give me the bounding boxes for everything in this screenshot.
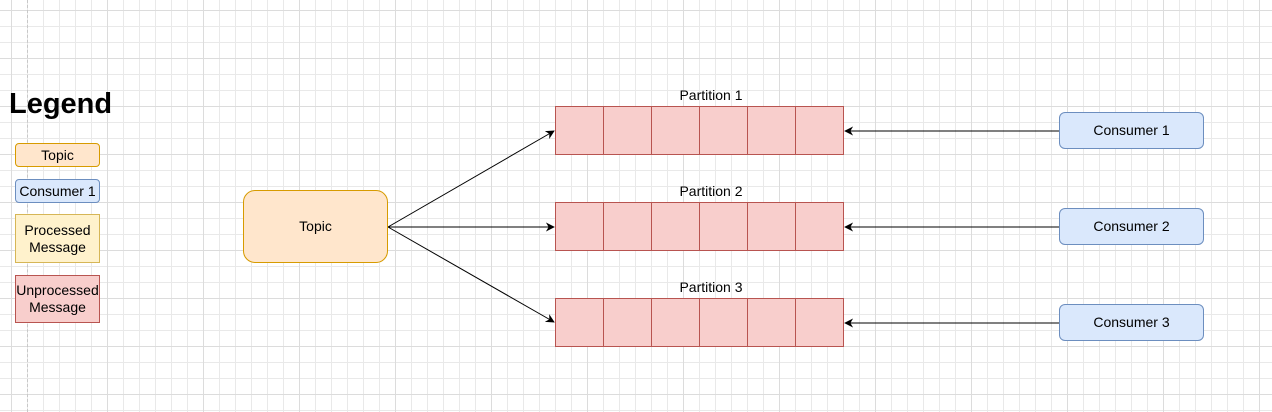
message-cell[interactable]: [700, 298, 748, 347]
message-cell[interactable]: [700, 202, 748, 251]
partition-2-label: Partition 2: [679, 183, 743, 199]
message-cell[interactable]: [604, 298, 652, 347]
consumer-2-node[interactable]: Consumer 2: [1059, 208, 1204, 245]
message-cell[interactable]: [604, 202, 652, 251]
consumer-1-node[interactable]: Consumer 1: [1059, 112, 1204, 149]
message-cell[interactable]: [652, 298, 700, 347]
partition-3-label: Partition 3: [679, 279, 743, 295]
partition-1[interactable]: [555, 106, 844, 155]
legend-title: Legend: [9, 88, 113, 120]
page-guide-line: [27, 0, 28, 412]
legend-topic[interactable]: Topic: [15, 143, 100, 167]
message-cell[interactable]: [796, 298, 844, 347]
message-cell[interactable]: [700, 106, 748, 155]
partition-2[interactable]: [555, 202, 844, 251]
message-cell[interactable]: [748, 298, 796, 347]
consumer-3-node[interactable]: Consumer 3: [1059, 304, 1204, 341]
message-cell[interactable]: [748, 202, 796, 251]
message-cell[interactable]: [796, 106, 844, 155]
legend-unprocessed-message[interactable]: Unprocessed Message: [15, 275, 100, 323]
message-cell[interactable]: [652, 106, 700, 155]
edge-topic-partition-1: [387, 130, 555, 228]
message-cell[interactable]: [555, 106, 604, 155]
message-cell[interactable]: [604, 106, 652, 155]
message-cell[interactable]: [652, 202, 700, 251]
topic-node[interactable]: Topic: [243, 190, 388, 263]
message-cell[interactable]: [555, 202, 604, 251]
message-cell[interactable]: [555, 298, 604, 347]
edge-topic-partition-3: [387, 226, 555, 323]
partition-1-label: Partition 1: [679, 87, 743, 103]
legend-consumer[interactable]: Consumer 1: [15, 179, 100, 203]
legend-processed-message[interactable]: Processed Message: [15, 214, 100, 263]
message-cell[interactable]: [796, 202, 844, 251]
message-cell[interactable]: [748, 106, 796, 155]
partition-3[interactable]: [555, 298, 844, 347]
